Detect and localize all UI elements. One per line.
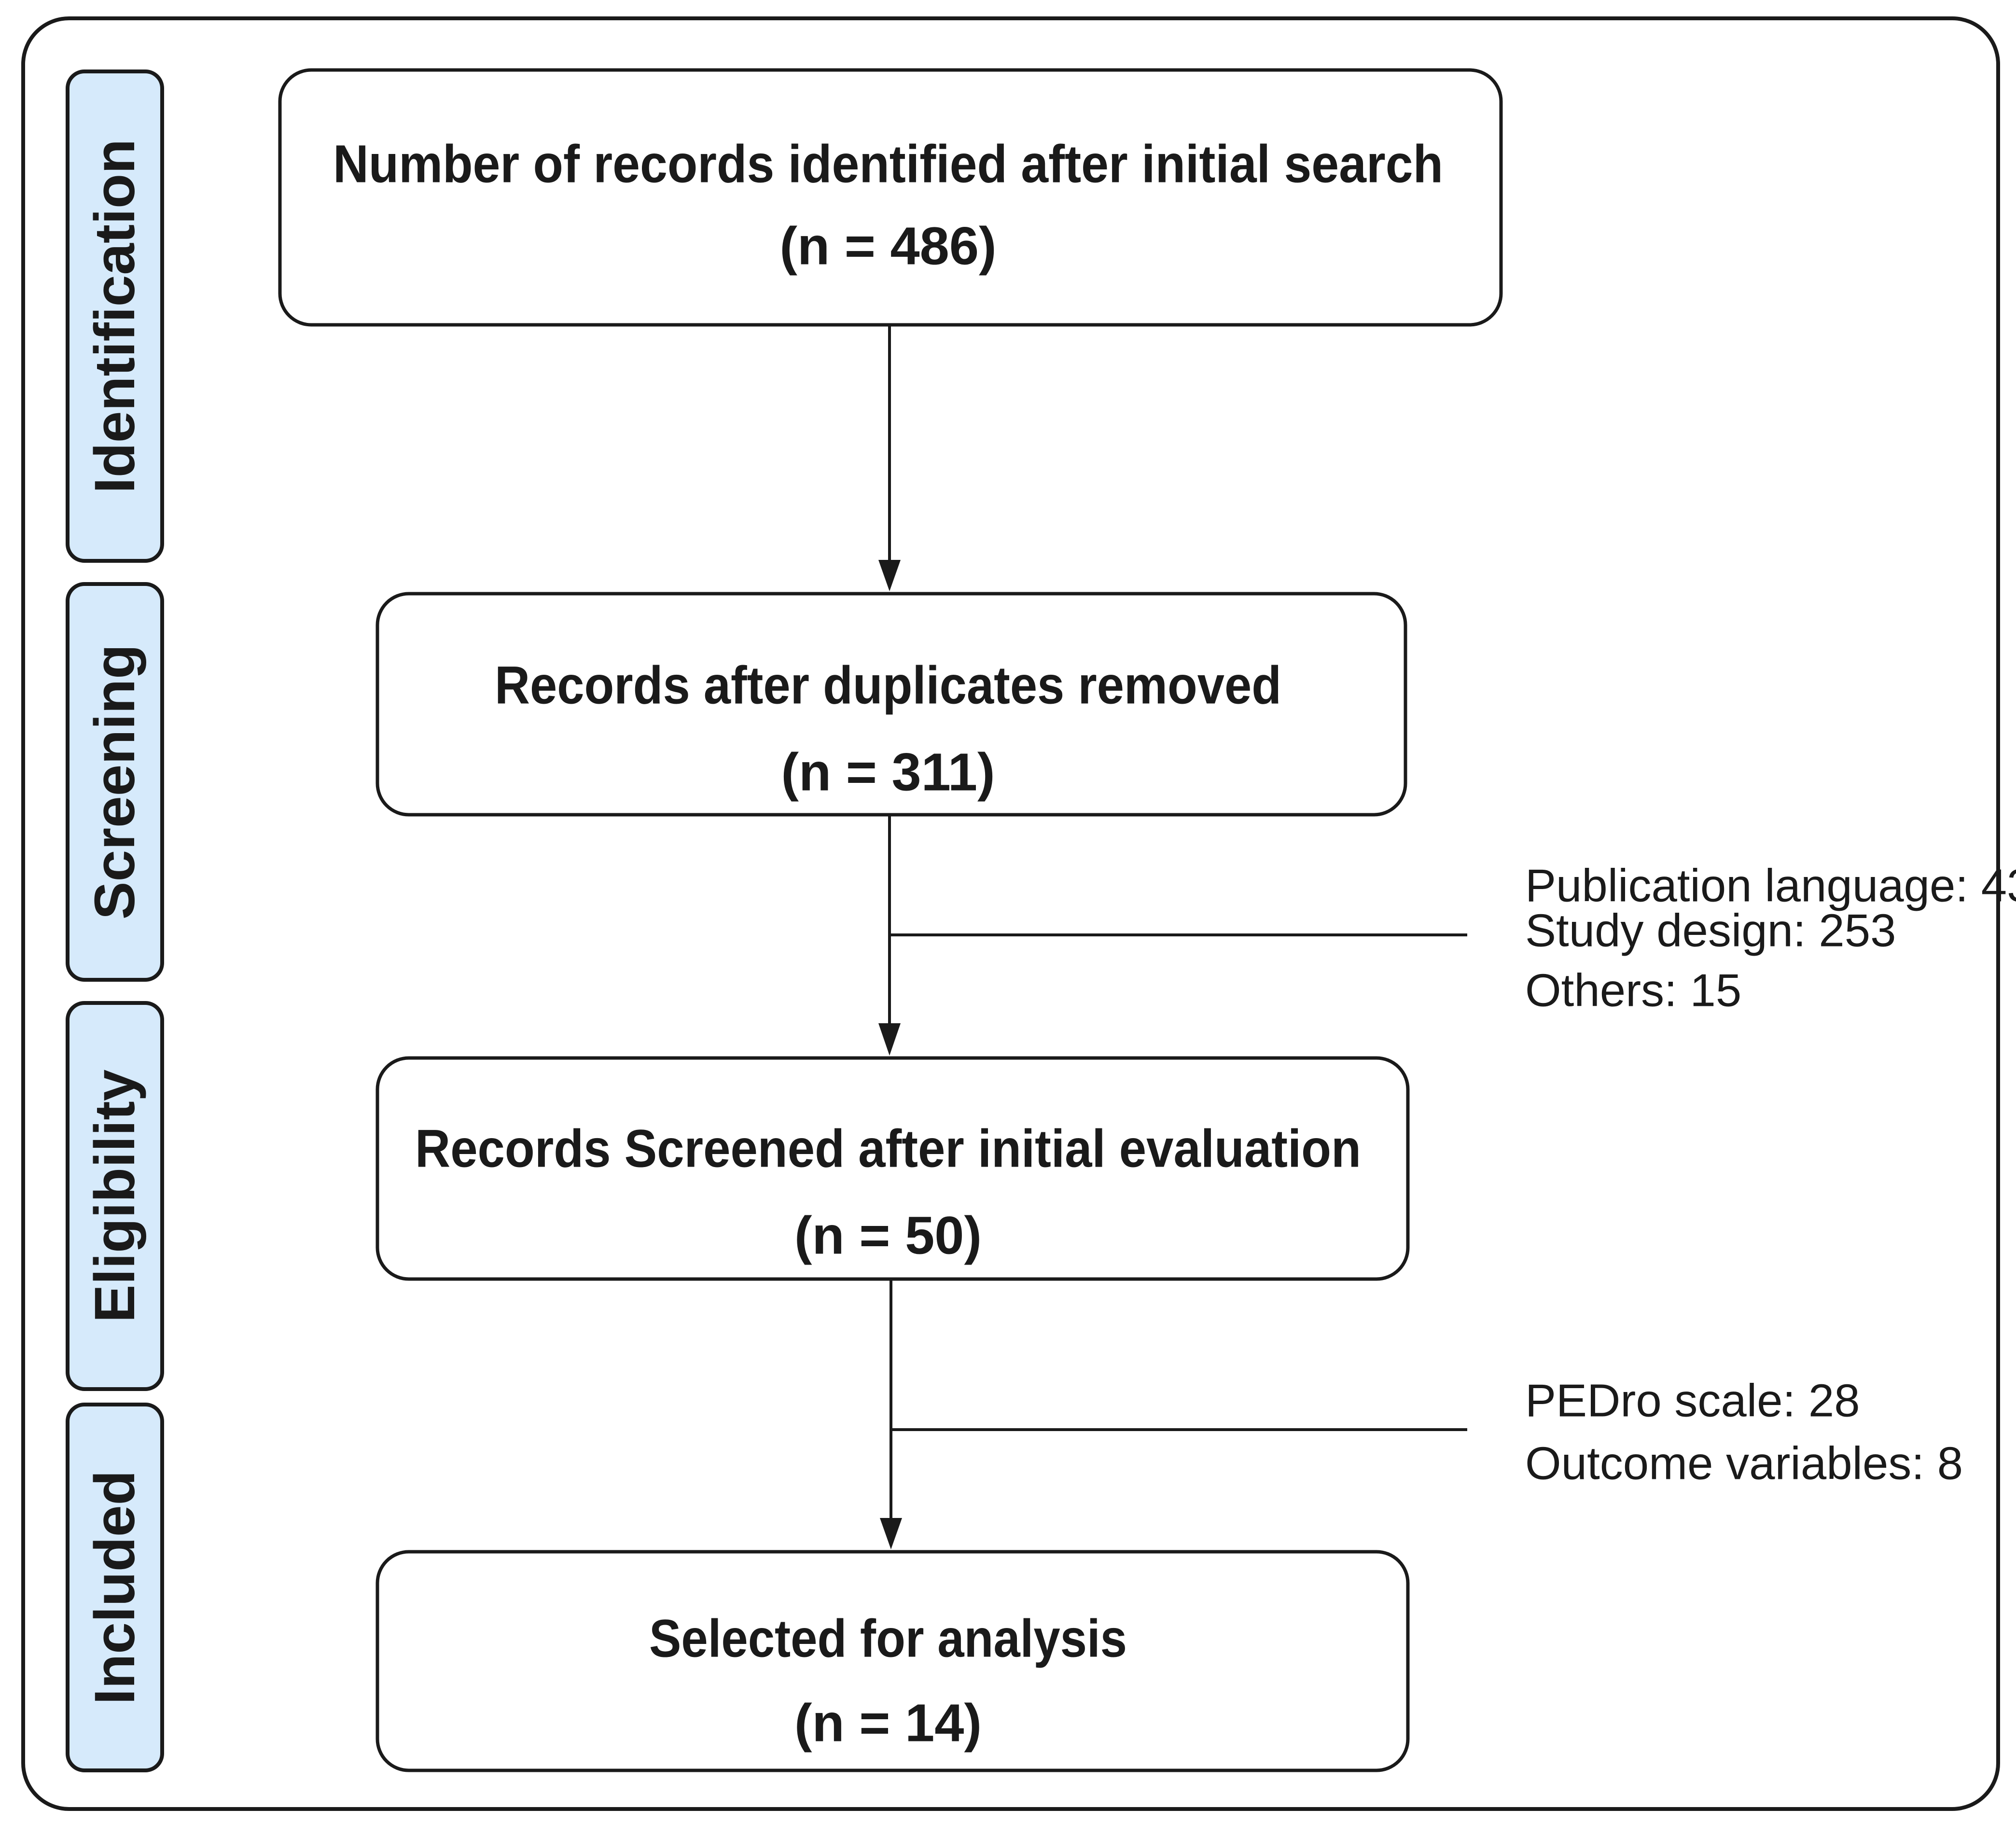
box-screened-count: (n = 50) [794,1206,982,1266]
box-screened-title: Records Screened after initial evaluatio… [415,1119,1361,1179]
stage-label-included: Included [83,1470,147,1704]
exclusion-note-pedro-scale: PEDro scale: 28 [1525,1375,1860,1427]
outer-frame [21,16,2000,1811]
exclusion-note-outcome-variables: Outcome variables: 8 [1525,1438,1963,1489]
arrowhead-1 [878,560,901,591]
stage-tab-screening: Screening [66,582,164,982]
arrowhead-2 [878,1023,901,1056]
stage-label-screening: Screening [83,644,147,920]
arrowhead-3 [880,1518,902,1549]
box-deduplicated-title: Records after duplicates removed [495,656,1281,715]
box-deduplicated: Records after duplicates removed (n = 31… [375,592,1407,817]
stage-tab-eligibility: Eligibility [66,1001,164,1391]
box-identified-count: (n = 486) [779,217,996,276]
arrow-deduplicated-to-screened [878,815,901,1056]
exclusion-note-study-design: Study design: 253 [1525,905,1896,957]
box-identified: Number of records identified after initi… [278,68,1503,327]
stage-label-eligibility: Eligibility [83,1070,147,1323]
stage-label-identification: Identification [83,139,147,493]
box-selected-title: Selected for analysis [649,1609,1127,1669]
stage-tab-identification: Identification [66,70,164,563]
box-selected: Selected for analysis (n = 14) [375,1550,1410,1772]
exclusion-note-publication-language: Publication language: 43 [1525,860,2016,912]
box-identified-title: Number of records identified after initi… [333,135,1443,194]
arrow-screened-to-selected [880,1279,902,1549]
box-screened: Records Screened after initial evaluatio… [375,1056,1410,1281]
arrow-identified-to-deduplicated [878,325,901,591]
exclusion-note-others: Others: 15 [1525,965,1741,1016]
box-deduplicated-count: (n = 311) [781,743,995,802]
stage-tab-included: Included [66,1403,164,1772]
box-selected-count: (n = 14) [794,1694,982,1753]
